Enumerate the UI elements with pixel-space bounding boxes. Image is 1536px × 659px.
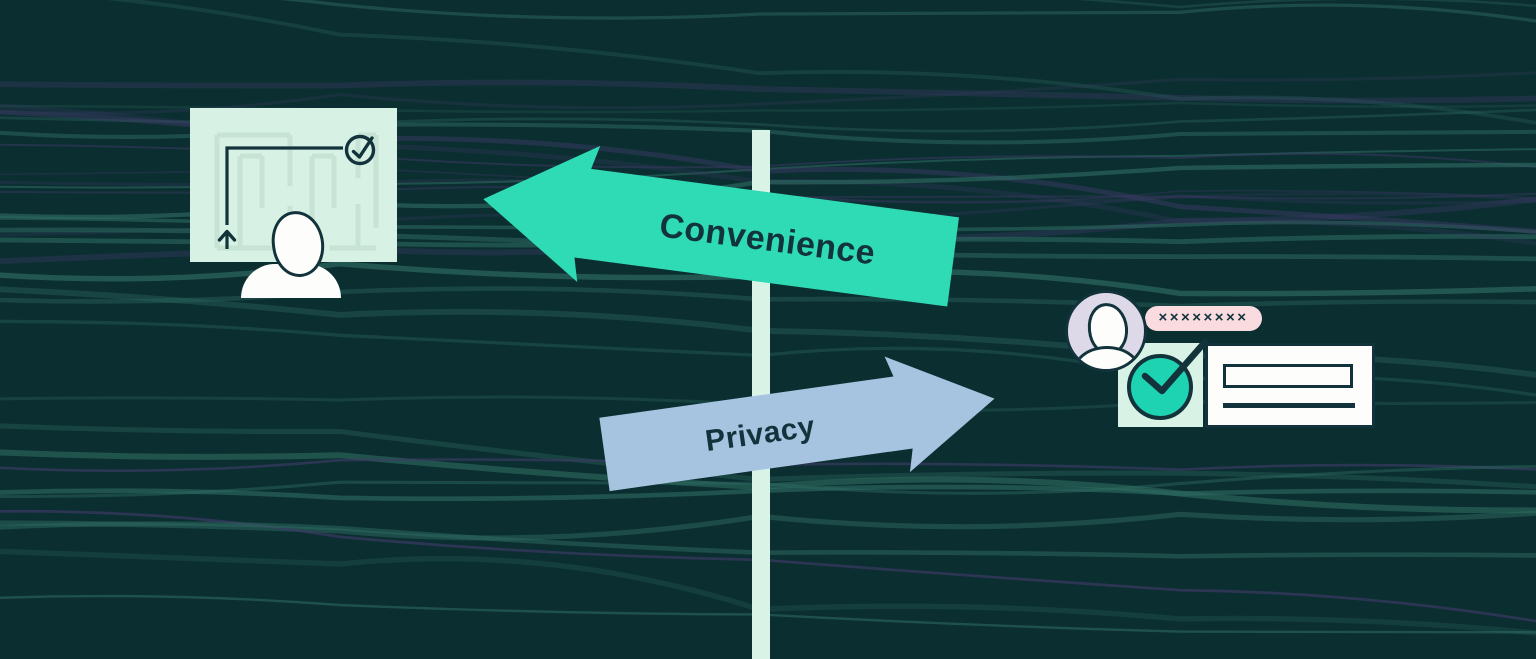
text-line-icon [1223,403,1355,408]
convenience-arrow-sign: Convenience [483,145,959,307]
login-card-icon [1205,343,1375,428]
privacy-arrow-sign: Privacy [599,356,995,492]
check-circle-icon [344,134,376,166]
password-field-icon: ×××××××× [1145,306,1262,331]
maze-monitor-illustration [190,108,405,303]
route-line-icon [217,134,376,249]
password-mask-text: ×××××××× [1158,309,1249,326]
right-arrow-icon [599,356,995,492]
login-illustration: ×××××××× [1063,290,1393,440]
route-path [225,146,343,225]
input-field-icon [1223,364,1353,388]
check-glyph-icon [351,136,374,159]
verified-check-icon [1141,338,1209,395]
up-arrow-head-icon [217,229,237,242]
left-arrow-icon [483,145,959,307]
avatar-icon [1065,290,1147,372]
avatar-shoulders-icon [1073,346,1141,369]
